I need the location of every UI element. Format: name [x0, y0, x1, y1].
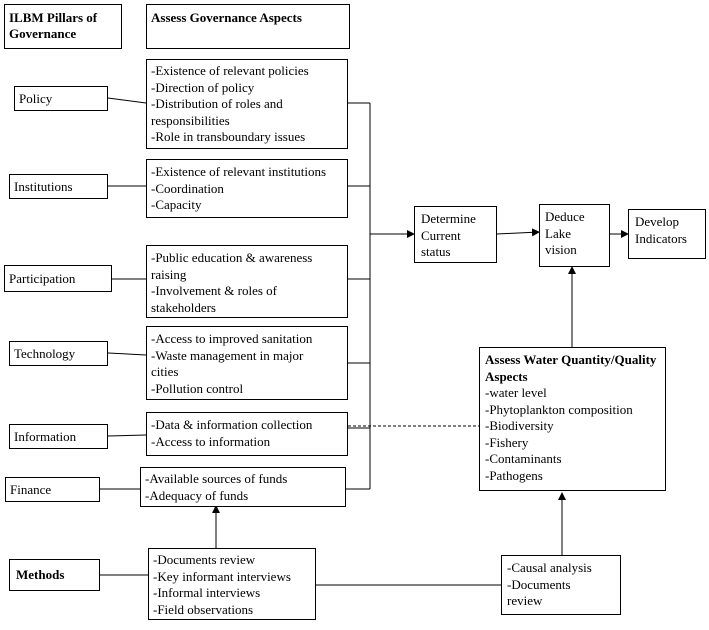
connector-information — [107, 434, 147, 437]
aspect-line: -Coordination — [151, 180, 224, 196]
aspect-line: -Existence of relevant institutions — [151, 164, 327, 179]
water-item: -Contaminants — [485, 451, 562, 466]
aspect-line: -Access to improved sanitation — [151, 331, 313, 346]
aspect-line: -Waste management in major — [151, 347, 304, 363]
aspects-institutions: -Existence of relevant institutions -Coo… — [146, 159, 348, 218]
develop-indicators-box: Develop Indicators — [628, 209, 706, 259]
arrow-to-deduce — [496, 228, 540, 237]
aspect-line: -Involvement & roles of — [151, 283, 277, 298]
causal-analysis-box: -Causal analysis -Documents review — [501, 555, 621, 615]
aspect-line: -Role in transboundary issues — [151, 129, 306, 144]
aspect-line: -Adequacy of funds — [145, 487, 249, 503]
aspect-line: stakeholders — [151, 299, 216, 315]
method-item: -Key informant interviews — [153, 568, 291, 584]
causal-item: -Causal analysis — [507, 560, 592, 575]
aspects-information: -Data & information collection -Access t… — [146, 412, 348, 456]
water-item: -Fishery — [485, 434, 529, 450]
pillars-header-box: ILBM Pillars of Governance — [4, 4, 122, 49]
method-item: -Field observations — [153, 601, 254, 617]
determine-status-label: Determine Current status — [421, 211, 476, 259]
pillar-information: Information — [9, 424, 108, 449]
aspect-line: -Capacity — [151, 197, 202, 212]
aspects-finance: -Available sources of funds -Adequacy of… — [140, 467, 346, 507]
assess-governance-header: Assess Governance Aspects — [151, 10, 302, 25]
connector-policy — [107, 97, 147, 104]
methods-label-box: Methods — [9, 559, 100, 591]
aspect-line: -Existence of relevant policies — [151, 63, 309, 78]
aspect-line: responsibilities — [151, 112, 230, 128]
aspect-line: raising — [151, 266, 187, 282]
aspect-line: -Access to information — [151, 433, 271, 449]
method-item: -Documents review — [153, 552, 256, 567]
assess-governance-header-box: Assess Governance Aspects — [146, 4, 350, 49]
method-item: -Informal interviews — [153, 585, 261, 600]
develop-indicators-label: Develop Indicators — [635, 214, 687, 246]
pillar-policy: Policy — [14, 86, 108, 111]
determine-status-box: Determine Current status — [414, 206, 497, 263]
water-item: -water level — [485, 385, 547, 400]
aspects-participation: -Public education & awareness raising -I… — [146, 245, 348, 318]
deduce-vision-box: Deduce Lake vision — [539, 204, 610, 267]
pillar-technology: Technology — [9, 341, 108, 366]
methods-items-box: -Documents review -Key informant intervi… — [148, 548, 316, 620]
aspect-line: -Direction of policy — [151, 79, 255, 95]
causal-item: review — [507, 593, 543, 608]
aspects-policy: -Existence of relevant policies -Directi… — [146, 59, 348, 149]
aspect-line: -Available sources of funds — [145, 471, 288, 486]
methods-label: Methods — [16, 567, 65, 582]
water-item: -Pathogens — [485, 467, 543, 483]
pillars-header: ILBM Pillars of Governance — [9, 10, 98, 41]
water-item: -Biodiversity — [485, 418, 554, 433]
aspect-line: cities — [151, 364, 179, 379]
pillar-participation: Participation — [4, 265, 112, 292]
pillar-finance: Finance — [5, 477, 100, 502]
deduce-vision-label: Deduce Lake vision — [545, 209, 585, 257]
aspect-line: -Data & information collection — [151, 417, 313, 432]
causal-item: -Documents — [507, 576, 571, 592]
aspect-line: -Public education & awareness — [151, 250, 313, 265]
water-aspects-box: Assess Water Quantity/Quality Aspects -w… — [479, 347, 666, 491]
aspect-line: -Distribution of roles and — [151, 96, 283, 111]
pillar-institutions: Institutions — [9, 174, 108, 199]
water-aspects-title: Assess Water Quantity/Quality Aspects — [485, 352, 657, 384]
water-item: -Phytoplankton composition — [485, 401, 633, 417]
aspects-technology: -Access to improved sanitation -Waste ma… — [146, 326, 348, 400]
aspect-line: -Pollution control — [151, 380, 244, 396]
connector-technology — [107, 352, 147, 356]
